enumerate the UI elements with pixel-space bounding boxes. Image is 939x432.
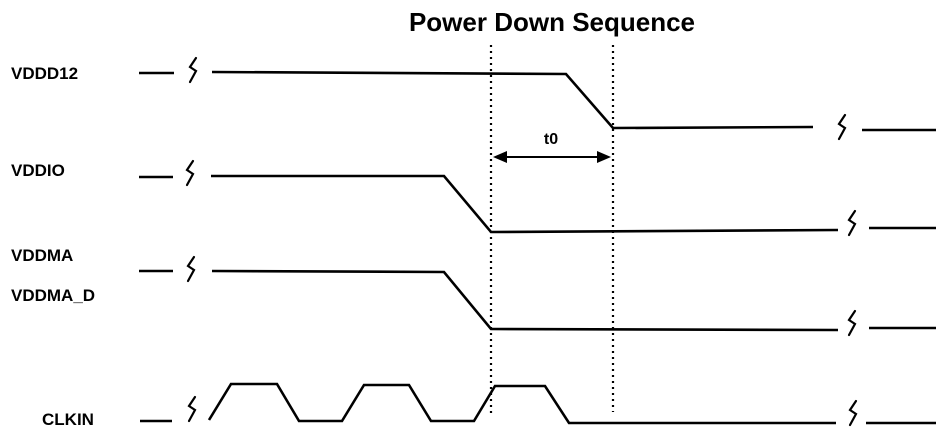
- signal-label-vddma: VDDMA: [11, 246, 73, 265]
- signal-label-vddd12: VDDD12: [11, 64, 78, 83]
- break-mark-icon: [837, 113, 847, 141]
- break-mark-icon: [847, 309, 857, 337]
- diagram-title: Power Down Sequence: [409, 7, 695, 37]
- signal-label-vddio: VDDIO: [11, 161, 65, 180]
- waveform-clkin: [140, 382, 936, 427]
- break-mark-icon: [188, 56, 198, 84]
- break-mark-icon: [185, 159, 195, 187]
- waveform-vddd12: [139, 56, 936, 141]
- t0-label: t0: [544, 131, 558, 148]
- break-mark-icon: [186, 255, 196, 283]
- signal-label-vddma-d: VDDMA_D: [11, 286, 95, 305]
- break-mark-icon: [848, 399, 858, 427]
- break-mark-icon: [847, 209, 857, 237]
- break-mark-icon: [187, 395, 197, 423]
- signal-label-clkin: CLKIN: [42, 410, 94, 429]
- waveform-vddma: [139, 255, 936, 337]
- t0-interval-arrow: [493, 151, 611, 163]
- waveform-vddio: [139, 159, 936, 237]
